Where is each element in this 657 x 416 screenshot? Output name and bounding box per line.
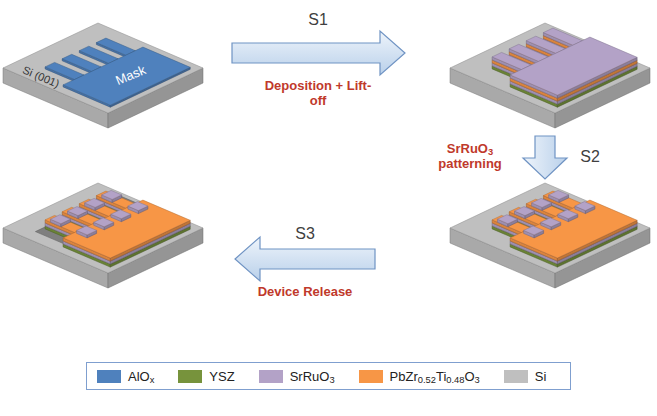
legend-swatch (359, 370, 383, 383)
step-arrow (523, 136, 567, 179)
sro-pad-top (77, 226, 97, 235)
sro-pad-top (85, 198, 105, 207)
legend-text: YSZ (209, 369, 234, 384)
panel-released (3, 183, 203, 288)
step-description: SrRuO3 patterning (424, 142, 516, 172)
panel-deposited (450, 23, 650, 128)
sro-pad-top (68, 207, 88, 216)
sro-pad-top (532, 198, 552, 207)
legend: AlOx YSZ SrRuO3 PbZr0.52Ti0.48O3 Si (86, 362, 571, 390)
sro-pad-top (558, 210, 578, 219)
legend-item: SrRuO3 (259, 369, 335, 384)
sro-pad-top (50, 215, 70, 224)
sro-pad-top (515, 207, 535, 216)
sro-pad-top (549, 190, 569, 199)
legend-item: Si (504, 369, 547, 384)
sro-pad-top (497, 215, 517, 224)
step-number: S1 (308, 11, 328, 29)
legend-swatch (504, 370, 528, 383)
legend-swatch (178, 370, 202, 383)
legend-item: PbZr0.52Ti0.48O3 (359, 369, 480, 384)
sro-pad-top (575, 202, 595, 211)
sro-pad-top (128, 202, 148, 211)
sro-pad-top (102, 190, 122, 199)
pzt-layer-top (510, 200, 637, 258)
si-substrate-top (3, 183, 203, 273)
panel-patterned (450, 183, 650, 288)
legend-text: AlOx (128, 369, 154, 384)
step-arrow (232, 31, 405, 75)
sro-pad-top (111, 210, 131, 219)
panel-mask (3, 23, 203, 128)
legend-item: AlOx (97, 369, 154, 384)
pzt-layer-top (63, 200, 190, 258)
legend-swatch (259, 370, 283, 383)
legend-item: YSZ (178, 369, 234, 384)
legend-text: Si (535, 369, 547, 384)
legend-text: PbZr0.52Ti0.48O3 (390, 369, 480, 384)
si-substrate-top (450, 183, 650, 273)
sro-top-layer-top (510, 37, 637, 95)
si-substrate-top (450, 23, 650, 113)
sro-pad-top (524, 226, 544, 235)
legend-swatch (97, 370, 121, 383)
sro-top-layer-finger-top (492, 52, 531, 69)
step-description: Deposition + Lift-off (263, 79, 373, 109)
alox-mask-top (63, 47, 190, 105)
si-substrate-top (3, 23, 203, 113)
sro-pad-top (94, 218, 114, 227)
step-number: S3 (295, 225, 315, 243)
device-panels (3, 23, 650, 288)
step-description: Device Release (240, 285, 370, 300)
step-number: S2 (580, 148, 600, 166)
legend-text: SrRuO3 (290, 369, 335, 384)
sro-pad-top (541, 218, 561, 227)
step-arrow (235, 237, 375, 281)
